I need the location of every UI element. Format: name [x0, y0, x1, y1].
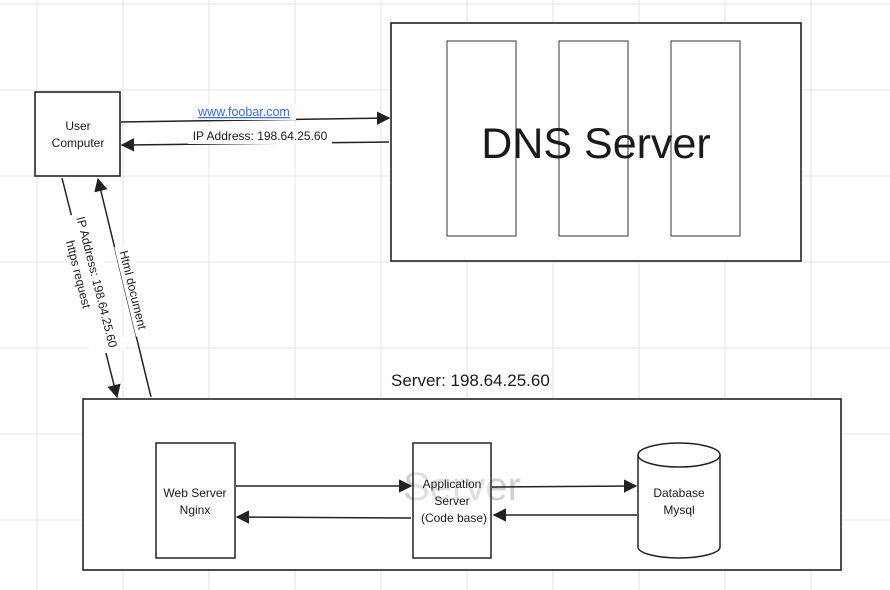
user-computer-node[interactable]: User Computer: [34, 91, 121, 177]
dns-server-node[interactable]: DNS Server: [390, 22, 802, 262]
dns-rack-left: [446, 40, 517, 237]
html-response-label-group: Html document: [114, 243, 153, 337]
app-to-web-arrow[interactable]: [235, 510, 412, 524]
web-server-label-line2: Nginx: [180, 503, 211, 517]
app-server-box[interactable]: [412, 442, 492, 559]
edge-dns-query[interactable]: www.foobar.com: [120, 104, 391, 125]
edge-https-request[interactable]: IP Address: 198.64.25.60 https request: [56, 177, 126, 399]
database-cylinder-body[interactable]: [637, 455, 721, 559]
dns-rack-middle: [558, 40, 629, 237]
database-label-line2: Mysql: [663, 503, 694, 517]
app-server-label-line3: (Code base): [421, 511, 487, 525]
web-server-label-line1: Web Server: [163, 486, 226, 500]
server-node[interactable]: Server Web Server Nginx Application Serv…: [82, 398, 842, 571]
url-link[interactable]: www.foobar.com: [197, 105, 290, 119]
app-server-label-line2: Server: [434, 494, 469, 508]
dns-server-box[interactable]: [390, 22, 802, 262]
html-response-label-bg: [114, 243, 153, 337]
https-request-label-bg: [56, 210, 126, 357]
user-computer-label-line1: User: [65, 119, 90, 133]
app-to-db-arrow[interactable]: [491, 479, 638, 493]
database-label-line1: Database: [653, 486, 705, 500]
dns-query-label-bg: [190, 104, 296, 120]
dns-server-label: DNS Server: [481, 120, 710, 168]
dns-rack-right: [670, 40, 741, 237]
user-computer-box[interactable]: [34, 91, 121, 177]
dns-response-label-bg: [188, 126, 332, 144]
app-server-label-line1: Application: [423, 477, 482, 491]
database-node[interactable]: Database Mysql: [637, 442, 721, 559]
app-server-node[interactable]: Application Server (Code base): [412, 442, 492, 559]
database-cylinder-top: [637, 442, 721, 468]
user-computer-label-line2: Computer: [52, 136, 105, 150]
web-server-box[interactable]: [155, 442, 236, 559]
html-response-label: Html document: [117, 249, 150, 331]
https-request-label-group: IP Address: 198.64.25.60 https request: [56, 210, 126, 357]
dns-response-label: IP Address: 198.64.25.60: [193, 129, 328, 143]
edge-dns-response[interactable]: IP Address: 198.64.25.60: [120, 126, 390, 152]
server-title: Server: 198.64.25.60: [391, 371, 550, 390]
web-server-node[interactable]: Web Server Nginx: [155, 442, 236, 559]
